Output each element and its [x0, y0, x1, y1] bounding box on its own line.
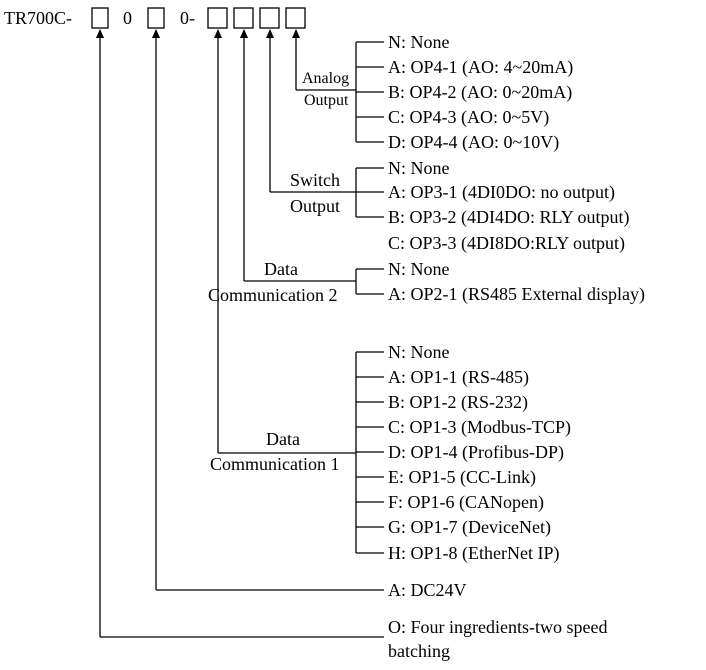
- function-option-line-2: batching: [388, 641, 450, 661]
- arrow-data-comm-2: [240, 29, 248, 38]
- analog-output-option-b: B: OP4-2 (AO: 0~20mA): [388, 82, 573, 102]
- switch-output-label-1: Switch: [290, 170, 341, 190]
- analog-output-option-a: A: OP4-1 (AO: 4~20mA): [388, 57, 574, 77]
- data-comm-2-option-a: A: OP2-1 (RS485 External display): [388, 284, 645, 304]
- analog-output-option-n: N: None: [388, 32, 450, 52]
- analog-output-option-c: C: OP4-3 (AO: 0~5V): [388, 107, 550, 127]
- analog-output-label-2: Output: [304, 92, 349, 109]
- data-comm-1-option-b: B: OP1-2 (RS-232): [388, 392, 529, 412]
- slot-box-switch-output: [259, 7, 280, 29]
- data-comm-1-option-g: G: OP1-7 (DeviceNet): [388, 517, 551, 537]
- data-comm-2-label-2: Communication 2: [208, 285, 338, 305]
- analog-output-label-1: Analog: [302, 70, 350, 87]
- data-comm-1-option-f: F: OP1-6 (CANopen): [388, 492, 544, 512]
- slot-box-power: [147, 7, 165, 29]
- analog-output-option-d: D: OP4-4 (AO: 0~10V): [388, 132, 560, 152]
- data-comm-1-option-n: N: None: [388, 342, 450, 362]
- data-comm-2-label-1: Data: [264, 259, 298, 279]
- slot-box-data-comm-2: [233, 7, 254, 29]
- data-comm-1-option-c: C: OP1-3 (Modbus-TCP): [388, 417, 572, 437]
- data-comm-1-label-1: Data: [266, 429, 300, 449]
- switch-output-option-a: A: OP3-1 (4DI0DO: no output): [388, 182, 615, 202]
- arrow-power: [152, 29, 160, 38]
- model-fixed-digit-2: 0-: [180, 8, 195, 28]
- function-option-line-1: O: Four ingredients-two speed: [388, 617, 608, 637]
- switch-output-option-c: C: OP3-3 (4DI8DO:RLY output): [388, 233, 626, 253]
- switch-output-label-2: Output: [290, 196, 341, 216]
- power-option-a: A: DC24V: [388, 580, 467, 600]
- data-comm-1-label-2: Communication 1: [210, 454, 340, 474]
- arrow-data-comm-1: [214, 29, 222, 38]
- slot-box-analog-output: [285, 7, 306, 29]
- data-comm-1-option-a: A: OP1-1 (RS-485): [388, 367, 530, 387]
- slot-box-function: [91, 7, 109, 29]
- data-comm-1-option-e: E: OP1-5 (CC-Link): [388, 467, 536, 487]
- arrow-analog-output: [292, 29, 300, 38]
- switch-output-option-n: N: None: [388, 158, 450, 178]
- data-comm-1-option-h: H: OP1-8 (EtherNet IP): [388, 543, 560, 563]
- arrow-switch-output: [266, 29, 274, 38]
- arrow-function: [96, 29, 104, 38]
- model-fixed-digit-1: 0: [123, 8, 132, 28]
- data-comm-1-option-d: D: OP1-4 (Profibus-DP): [388, 442, 565, 462]
- model-prefix: TR700C-: [4, 8, 73, 28]
- switch-output-option-b: B: OP3-2 (4DI4DO: RLY output): [388, 207, 630, 227]
- slot-box-data-comm-1: [207, 7, 228, 29]
- data-comm-2-option-n: N: None: [388, 259, 450, 279]
